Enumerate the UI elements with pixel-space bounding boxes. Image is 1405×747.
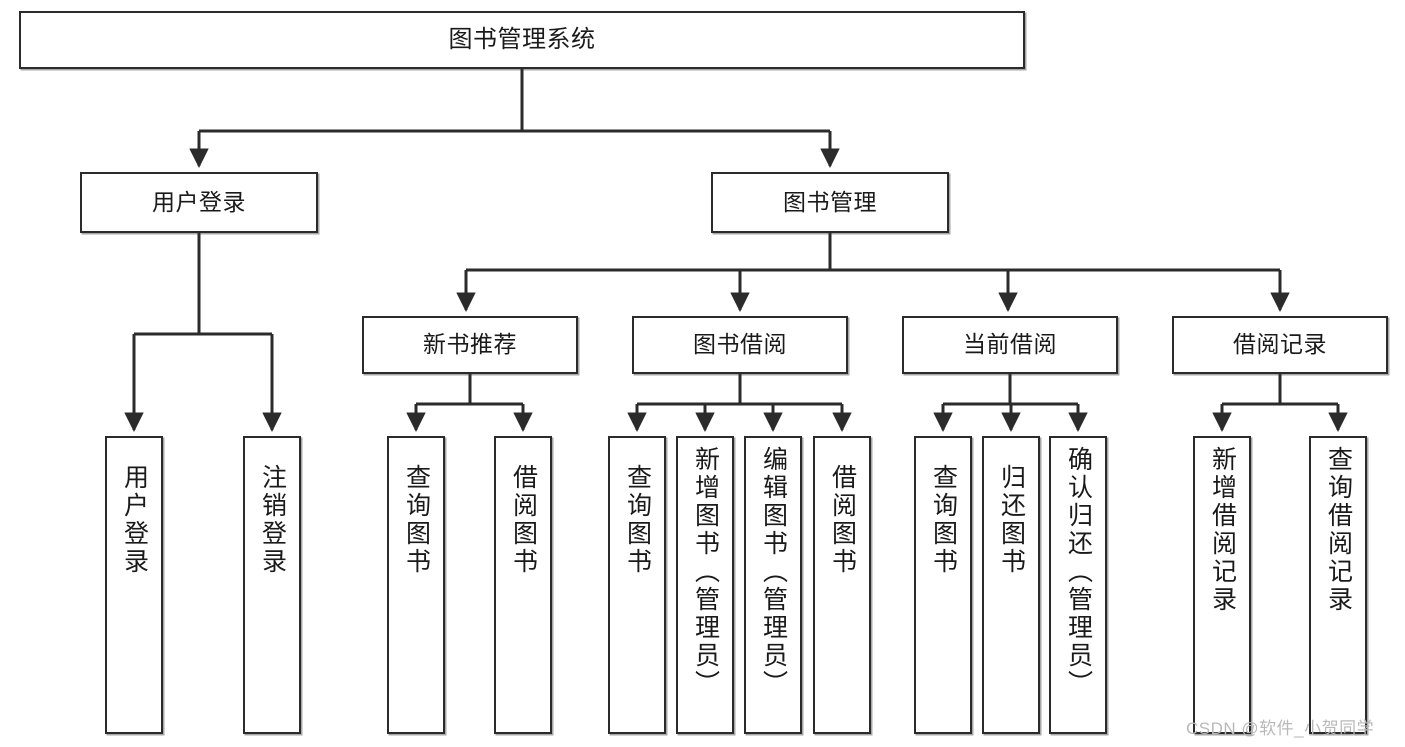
node-leaf-edit-book-label: 编辑图书（管理员）: [759, 446, 788, 698]
node-leaf-query-book-3-label: 查询图书: [929, 464, 958, 576]
node-borrow-record[interactable]: 借阅记录: [1172, 316, 1388, 374]
node-leaf-borrow-book-1-label: 借阅图书: [509, 464, 538, 576]
node-leaf-add-book-label: 新增图书（管理员）: [691, 446, 720, 698]
node-leaf-add-book[interactable]: 新增图书（管理员）: [676, 436, 734, 734]
node-user-login-label: 用户登录: [152, 188, 246, 215]
node-leaf-add-record[interactable]: 新增借阅记录: [1193, 436, 1251, 734]
node-leaf-query-record[interactable]: 查询借阅记录: [1309, 436, 1367, 734]
node-leaf-add-record-label: 新增借阅记录: [1208, 446, 1237, 614]
node-leaf-borrow-book-2[interactable]: 借阅图书: [813, 436, 871, 734]
node-root[interactable]: 图书管理系统: [19, 11, 1025, 69]
node-book-borrow[interactable]: 图书借阅: [632, 316, 848, 374]
node-leaf-query-book-3[interactable]: 查询图书: [914, 436, 972, 734]
node-leaf-query-book-1[interactable]: 查询图书: [387, 436, 445, 734]
node-leaf-return-book[interactable]: 归还图书: [982, 436, 1040, 734]
node-leaf-borrow-book-1[interactable]: 借阅图书: [494, 436, 552, 734]
node-leaf-user-login[interactable]: 用户登录: [105, 436, 163, 734]
node-leaf-confirm-return-label: 确认归还（管理员）: [1064, 446, 1093, 698]
node-leaf-query-book-1-label: 查询图书: [402, 464, 431, 576]
node-new-book-rec[interactable]: 新书推荐: [362, 316, 578, 374]
csdn-watermark: CSDN @软件_小贺同学: [1186, 719, 1375, 738]
node-leaf-edit-book[interactable]: 编辑图书（管理员）: [744, 436, 802, 734]
node-root-label: 图书管理系统: [448, 25, 596, 53]
node-user-login[interactable]: 用户登录: [80, 172, 318, 233]
node-leaf-query-record-label: 查询借阅记录: [1324, 446, 1353, 614]
node-leaf-confirm-return[interactable]: 确认归还（管理员）: [1049, 436, 1107, 734]
node-borrow-record-label: 借阅记录: [1233, 331, 1327, 358]
node-current-borrow-label: 当前借阅: [963, 331, 1057, 358]
node-leaf-borrow-book-2-label: 借阅图书: [828, 464, 857, 576]
node-book-borrow-label: 图书借阅: [693, 331, 787, 358]
node-current-borrow[interactable]: 当前借阅: [902, 316, 1118, 374]
node-leaf-query-book-2-label: 查询图书: [623, 464, 652, 576]
node-leaf-user-login-label: 用户登录: [120, 464, 149, 576]
node-leaf-return-book-label: 归还图书: [997, 464, 1026, 576]
node-leaf-query-book-2[interactable]: 查询图书: [608, 436, 666, 734]
node-leaf-logout-login[interactable]: 注销登录: [243, 436, 301, 734]
node-leaf-logout-login-label: 注销登录: [258, 464, 287, 576]
node-book-manage[interactable]: 图书管理: [711, 172, 949, 233]
node-new-book-rec-label: 新书推荐: [423, 331, 517, 358]
node-book-manage-label: 图书管理: [783, 188, 877, 215]
